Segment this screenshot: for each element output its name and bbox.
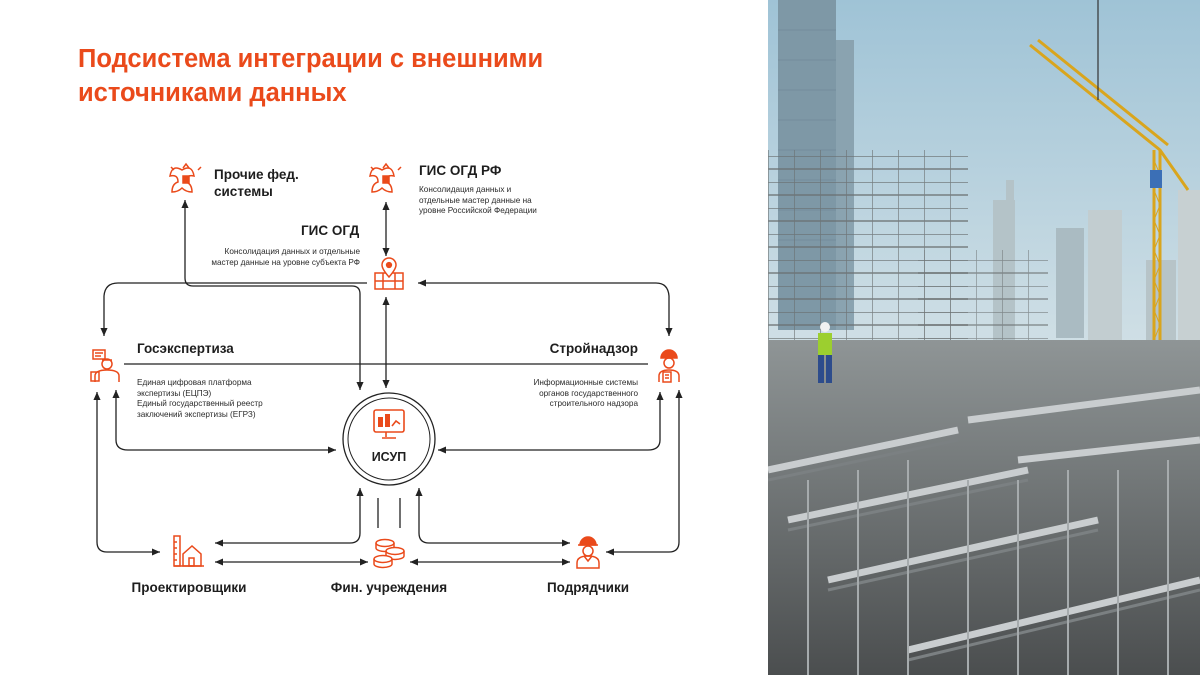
worker-figure <box>818 322 832 383</box>
node-stroynadzor-desc: Информационные системы органов государст… <box>498 378 639 410</box>
node-gosexpertiza-label: Госэкспертиза <box>137 341 234 356</box>
connector-other-fed-isup <box>181 200 364 390</box>
gosexpertiza-desc-line4: заключений экспертизы (ЕГРЗ) <box>137 409 256 419</box>
node-gosexpertiza-desc: Единая цифровая платформа экспертизы (ЕЦ… <box>137 378 263 420</box>
gosexpertiza-desc-line1: Единая цифровая платформа <box>137 378 252 387</box>
node-contractors-label: Подрядчики <box>546 580 630 595</box>
coat-of-arms-icon <box>369 162 402 193</box>
node-gis-ogd-label: ГИС ОГД <box>301 223 360 238</box>
gis-ogd-rf-desc-line1: Консолидация данных и <box>419 185 512 194</box>
gis-ogd-rf-desc-line2: отдельные мастер данные на <box>419 195 532 205</box>
connector-gosexp-designers <box>93 392 160 556</box>
integration-diagram <box>90 162 683 569</box>
stroynadzor-desc-line2: органов государственного <box>539 388 638 398</box>
connector-gis-stroy <box>418 279 673 336</box>
isup-node <box>342 392 436 486</box>
node-other-fed-line2: системы <box>214 184 273 199</box>
node-stroynadzor-label: Стройнадзор <box>549 341 638 356</box>
gosexpertiza-desc-line2: экспертизы (ЕЦПЭ) <box>137 388 212 398</box>
node-isup-label: ИСУП <box>371 450 407 464</box>
stroynadzor-desc-line1: Информационные системы <box>533 378 639 387</box>
gis-ogd-desc-line2: мастер данные на уровне субъекта РФ <box>211 257 360 267</box>
map-pin-icon <box>374 257 404 290</box>
node-fin-label: Фин. учреждения <box>330 580 448 595</box>
inspector-icon <box>658 349 680 383</box>
connector-stroy-contractors <box>606 390 683 556</box>
connector-gis-gosexp <box>100 282 367 336</box>
stroynadzor-desc-line3: строительного надзора <box>549 399 638 408</box>
house-ruler-icon <box>173 535 204 567</box>
engineer-document-icon <box>90 349 120 382</box>
node-other-fed-label: Прочие фед. системы <box>214 166 299 200</box>
node-other-fed-line1: Прочие фед. <box>214 167 299 182</box>
gis-ogd-rf-desc-line3: уровне Российской Федерации <box>419 206 537 215</box>
node-designers-label: Проектировщики <box>131 580 247 595</box>
node-gis-ogd-rf-label: ГИС ОГД РФ <box>419 163 502 178</box>
worker-icon <box>576 536 600 569</box>
connector-isup-contractors <box>415 488 570 547</box>
connector-isup-designers <box>215 488 364 547</box>
page-title: Подсистема интеграции с внешними источни… <box>78 45 544 107</box>
gis-ogd-desc-line1: Консолидация данных и отдельные <box>224 247 360 256</box>
monitor-chart-icon <box>373 409 405 439</box>
construction-site-photo <box>768 0 1200 675</box>
coat-of-arms-icon <box>169 162 202 193</box>
coins-stack-icon <box>373 538 405 569</box>
node-gis-ogd-desc: Консолидация данных и отдельные мастер д… <box>180 247 360 268</box>
connector-lines <box>93 200 683 566</box>
gosexpertiza-desc-line3: Единый государственный реестр <box>137 399 263 408</box>
node-gis-ogd-rf-desc: Консолидация данных и отдельные мастер д… <box>419 185 537 217</box>
